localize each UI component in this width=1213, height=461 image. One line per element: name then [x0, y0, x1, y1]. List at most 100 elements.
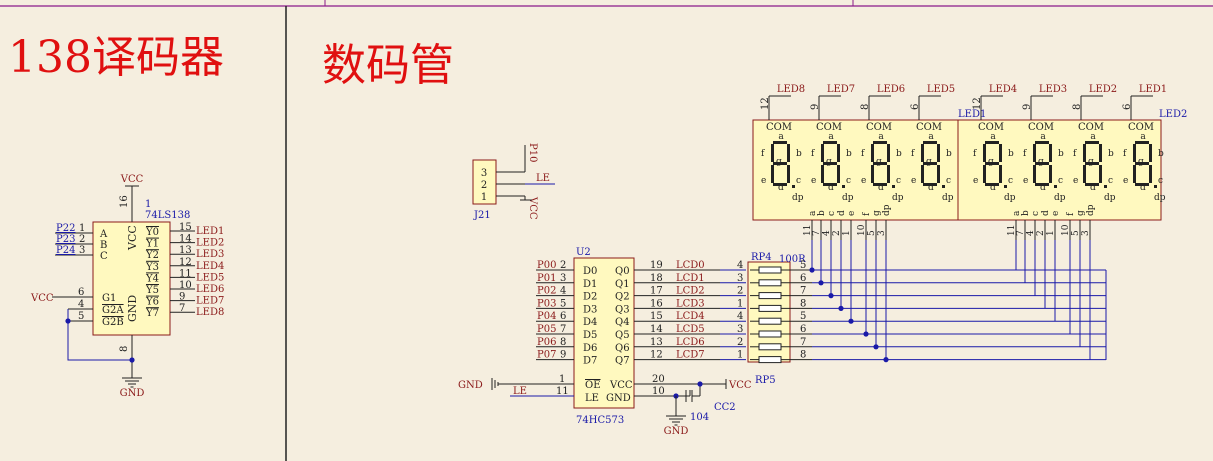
latch-input-net: P02 — [537, 286, 556, 297]
display-com-pin-number: 12 — [972, 97, 983, 110]
latch-output-net: LCD6 — [676, 337, 705, 348]
display-seg-pin-label: e — [1051, 211, 1061, 216]
resistor-left-pin-number: 3 — [737, 273, 743, 284]
latch-input-name: D3 — [583, 304, 597, 315]
decoder-title: 138译码器 — [8, 32, 224, 83]
decoder-gnd-pin-number: 8 — [119, 346, 130, 352]
display-seg-bar — [773, 162, 787, 165]
display-seg-bar — [787, 144, 790, 162]
display-seg-e: e — [911, 176, 916, 186]
display-module-right — [957, 119, 1162, 221]
display-seg-e: e — [761, 176, 766, 186]
display-seg-pin-label: d — [1041, 210, 1051, 216]
decoder-input-net: P24 — [56, 245, 75, 256]
display-seg-c: c — [1108, 176, 1113, 186]
display-seg-bar — [1135, 162, 1149, 165]
resistor-element — [758, 304, 782, 312]
display-seg-bar — [823, 162, 837, 165]
latch-gnd-name: GND — [606, 393, 631, 404]
latch-output-pin-number: 17 — [650, 286, 663, 297]
display-seg-pin-label: b — [817, 210, 827, 216]
display-seg-pin-number: 4 — [1026, 230, 1036, 236]
latch-vcc-net: VCC — [728, 380, 752, 391]
latch-output-name: Q1 — [615, 279, 630, 290]
latch-input-net: P07 — [537, 350, 556, 361]
display-digit-net: LED6 — [877, 84, 905, 95]
resistor-rp4-ref: RP4 — [751, 252, 772, 263]
display-seg-pin-label: e — [847, 211, 857, 216]
decoder-ref: 1 — [145, 199, 151, 210]
display-seg-pin-label: a — [1012, 210, 1022, 216]
latch-input-name: D7 — [583, 356, 597, 367]
decoder-enable-name: G2A — [102, 305, 124, 316]
display-seg-bar — [1085, 141, 1099, 144]
display-seg-f: f — [973, 149, 977, 159]
display-digit-net: LED3 — [1039, 84, 1067, 95]
display-seg-bar — [1099, 165, 1102, 183]
display-seg-e: e — [1073, 176, 1078, 186]
display-seg-pin-label: dp — [882, 204, 892, 216]
display-seg-b: b — [1108, 149, 1114, 159]
header-j21-body — [472, 159, 497, 205]
display-seg-bar — [937, 165, 940, 183]
display-seg-bar — [983, 165, 986, 183]
display-seg-pin-number: 7 — [1016, 230, 1026, 236]
decoder-enable-name: G1 — [102, 293, 116, 304]
latch-input-name: D4 — [583, 317, 597, 328]
display-seg-dp: dp — [842, 193, 854, 203]
decoder-output-pin-number: 14 — [179, 234, 192, 245]
display-dp-dot — [1054, 185, 1057, 188]
display-seg-dp: dp — [1054, 193, 1066, 203]
display-seg-bar — [1133, 165, 1136, 183]
display-digit-net: LED4 — [989, 84, 1017, 95]
display-seg-bar — [1035, 141, 1049, 144]
display-seg-dp: dp — [892, 193, 904, 203]
decoder-output-net: LED7 — [196, 296, 224, 307]
display-seg-pin-label: g — [1076, 210, 1086, 216]
latch-output-pin-number: 15 — [650, 311, 663, 322]
display-seg-c: c — [896, 176, 901, 186]
decoder-output-name: Y3 — [145, 262, 159, 273]
display-seg-pin-number: 1 — [842, 230, 852, 236]
display-seg-bar — [1135, 183, 1149, 186]
latch-input-name: D5 — [583, 330, 597, 341]
display-seg-bar — [873, 183, 887, 186]
display-seg-c: c — [1158, 176, 1163, 186]
display-seg-bar — [1149, 144, 1152, 162]
display-seg-pin-number: 1 — [1046, 230, 1056, 236]
decoder-vcc-label: VCC — [126, 225, 139, 251]
resistor-element — [758, 266, 782, 274]
resistor-element — [758, 292, 782, 300]
decoder-output-name: Y6 — [145, 297, 159, 308]
latch-input-pin-number: 8 — [560, 337, 566, 348]
display-seg-e: e — [861, 176, 866, 186]
display-seg-a: a — [990, 132, 996, 142]
latch-input-pin-number: 5 — [560, 298, 566, 309]
display-seg-pin-number: 5 — [867, 230, 877, 236]
display-seg-d: d — [990, 183, 996, 193]
resistor-left-pin-number: 1 — [737, 298, 743, 309]
latch-input-pin-number: 3 — [560, 273, 566, 284]
display-seg-f: f — [861, 149, 865, 159]
display-seg-bar — [837, 165, 840, 183]
latch-part: 74HC573 — [576, 415, 624, 426]
resistor-left-pin-number: 1 — [737, 350, 743, 361]
display-seg-bar — [985, 141, 999, 144]
latch-output-net: LCD0 — [676, 260, 705, 271]
display-module-label-right: LED2 — [1159, 109, 1187, 120]
decoder-output-pin-number: 12 — [179, 257, 192, 268]
resistor-left-pin-number: 2 — [737, 337, 743, 348]
display-seg-pin-number: 5 — [1071, 230, 1081, 236]
display-seg-bar — [985, 183, 999, 186]
display-digit-net: LED8 — [777, 84, 805, 95]
display-seg-a: a — [1140, 132, 1146, 142]
display-com-pin-number: 6 — [910, 104, 921, 110]
display-seg-bar — [923, 183, 937, 186]
decoder-output-net: LED8 — [196, 307, 224, 318]
decoder-output-pin-number: 9 — [179, 292, 185, 303]
display-seg-a: a — [1040, 132, 1046, 142]
display-seg-f: f — [911, 149, 915, 159]
display-seg-a: a — [928, 132, 934, 142]
display-seg-f: f — [1123, 149, 1127, 159]
